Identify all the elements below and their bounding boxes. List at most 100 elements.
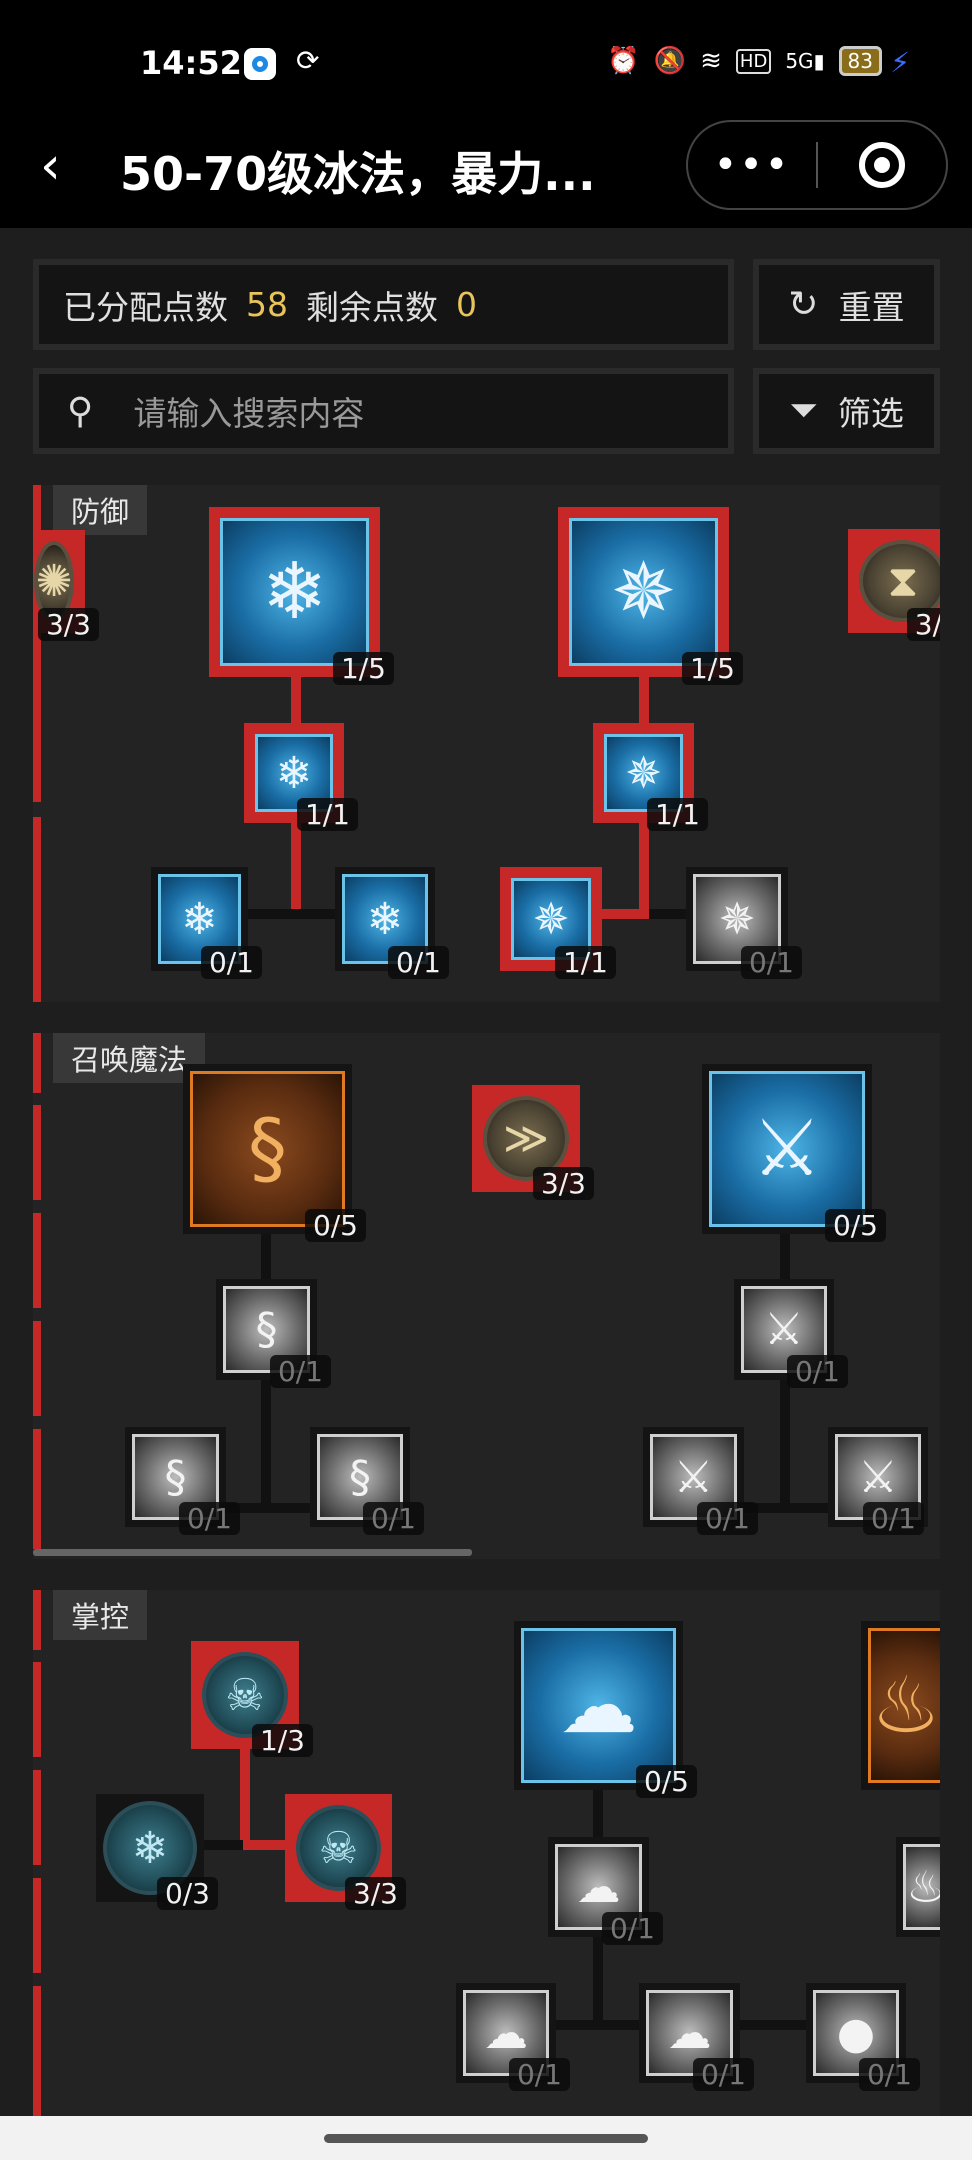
skill-node[interactable]: ⚔0/1 bbox=[643, 1427, 758, 1535]
connector-line bbox=[33, 1770, 41, 1865]
skill-node[interactable]: ☠1/3 bbox=[191, 1641, 313, 1757]
skill-node[interactable]: ❄0/3 bbox=[96, 1794, 218, 1910]
home-indicator[interactable] bbox=[324, 2134, 648, 2143]
skill-level: 1/1 bbox=[646, 798, 708, 831]
skill-level: 0/1 bbox=[862, 1502, 924, 1535]
connector-line bbox=[693, 1503, 893, 1513]
skill-node[interactable]: §0/1 bbox=[125, 1427, 240, 1535]
connector-line bbox=[33, 1662, 41, 1757]
capsule-divider bbox=[816, 142, 818, 188]
back-button[interactable]: ‹ bbox=[40, 136, 61, 196]
skill-node-partial[interactable]: ♨ bbox=[861, 1621, 940, 1790]
skill-node[interactable]: ☁0/1 bbox=[548, 1837, 663, 1945]
skill-level: 1/1 bbox=[296, 798, 358, 831]
skill-node[interactable]: ⚔0/1 bbox=[828, 1427, 928, 1535]
skill-level: 0/5 bbox=[824, 1209, 886, 1242]
skill-node[interactable]: ☁0/1 bbox=[639, 1983, 754, 2091]
skill-level: 1/1 bbox=[554, 946, 616, 979]
skill-node[interactable]: ❄1/1 bbox=[244, 723, 358, 831]
skill-level: 0/1 bbox=[740, 946, 802, 979]
skill-level: 0/1 bbox=[696, 1502, 758, 1535]
skill-node[interactable]: ⚔0/1 bbox=[734, 1279, 848, 1388]
skill-node[interactable]: §0/1 bbox=[310, 1427, 424, 1535]
search-placeholder: 请输入搜索内容 bbox=[133, 394, 365, 433]
skill-section-conjuration: 召唤魔法 §0/5 ≫3/3 ⚔0/5 §0/1 ⚔0/1 §0/1 §0/1 … bbox=[33, 1033, 940, 1559]
reset-label: 重置 bbox=[838, 287, 905, 327]
connector-line bbox=[593, 909, 649, 919]
frost-cloud-icon: ☁ bbox=[521, 1628, 676, 1783]
section-bar bbox=[33, 817, 41, 982]
charging-icon: ⚡ bbox=[890, 46, 910, 79]
section-bar bbox=[33, 905, 41, 1002]
skill-node[interactable]: ✵1/1 bbox=[593, 723, 708, 831]
skill-level: 3/3 bbox=[37, 608, 99, 641]
skill-node[interactable]: ☁0/1 bbox=[456, 1983, 570, 2091]
hd-icon: HD bbox=[735, 48, 772, 74]
close-miniapp-button[interactable] bbox=[818, 142, 946, 188]
sync-icon: ⟳ bbox=[296, 44, 320, 77]
miniapp-capsule: ••• bbox=[686, 120, 948, 210]
horizontal-scrollbar[interactable] bbox=[33, 1549, 472, 1556]
section-bar bbox=[33, 485, 41, 802]
skill-node[interactable]: ●0/1 bbox=[806, 1983, 920, 2091]
wifi-icon: ≋ bbox=[700, 46, 722, 76]
filter-icon: ⏷ bbox=[789, 390, 818, 431]
connector-line bbox=[240, 1840, 300, 1850]
skill-node[interactable]: §0/5 bbox=[183, 1064, 366, 1242]
skill-level: 3/3 bbox=[532, 1167, 594, 1200]
skill-node[interactable]: ✵1/1 bbox=[500, 867, 616, 979]
connector-line bbox=[33, 1105, 41, 1200]
skill-node[interactable]: ❄1/5 bbox=[209, 507, 394, 685]
arrows-medallion-icon: ≫ bbox=[483, 1096, 569, 1181]
skill-level: 1/5 bbox=[332, 652, 394, 685]
allocated-label: 已分配点数 bbox=[63, 287, 228, 327]
ice-blades-icon: ⚔ bbox=[709, 1071, 865, 1227]
skill-level: 0/1 bbox=[200, 946, 262, 979]
frost-shield-icon: ❄ bbox=[220, 518, 369, 666]
more-button[interactable]: ••• bbox=[713, 142, 791, 188]
refresh-icon: ↻ bbox=[788, 284, 819, 325]
section-title: 召唤魔法 bbox=[53, 1033, 206, 1083]
app-notification-icon bbox=[244, 48, 276, 80]
filter-button[interactable]: ⏷ 筛选 bbox=[753, 368, 940, 454]
skill-section-defense: 防御 ✺3/3 ❄1/5 ✵1/5 ⧗3/ ❄1/1 ✵1/1 ❄0/1 ❄0/… bbox=[33, 485, 940, 1002]
ice-star-icon: ✵ bbox=[569, 518, 718, 666]
skill-node[interactable]: ☠3/3 bbox=[285, 1794, 406, 1910]
title-bar: ‹ 50-70级冰法，暴力... ••• bbox=[0, 110, 972, 228]
skill-node[interactable]: ✺3/3 bbox=[33, 530, 99, 641]
skill-node-partial[interactable]: ♨ bbox=[896, 1837, 940, 1937]
skill-node[interactable]: ☁0/5 bbox=[514, 1621, 697, 1798]
skill-level: 0/1 bbox=[858, 2058, 920, 2091]
connector-line bbox=[33, 1033, 41, 1093]
skill-level: 3/ bbox=[906, 608, 940, 641]
dragon-icon: § bbox=[190, 1071, 345, 1227]
frost-cloud-icon: ☁ bbox=[555, 1844, 642, 1930]
filter-label: 筛选 bbox=[837, 394, 904, 433]
skill-node[interactable]: ❄0/1 bbox=[151, 867, 262, 979]
skill-node[interactable]: ✵0/1 bbox=[686, 867, 802, 979]
skill-node[interactable]: ⚔0/5 bbox=[702, 1064, 886, 1242]
skill-level: 0/5 bbox=[635, 1765, 697, 1798]
skill-section-mastery: 掌控 ☠1/3 ❄0/3 ☠3/3 ☁0/5 ♨ ☁0/1 ♨ ☁0/1 ☁0/… bbox=[33, 1590, 940, 2116]
reset-button[interactable]: ↻ 重置 bbox=[753, 259, 940, 350]
skill-node[interactable]: ❄0/1 bbox=[335, 867, 449, 979]
skill-node[interactable]: ⧗3/ bbox=[848, 529, 940, 641]
connector-line bbox=[176, 1503, 366, 1513]
frost-shield-icon: ❄ bbox=[255, 734, 333, 812]
skill-node[interactable]: ≫3/3 bbox=[472, 1085, 594, 1200]
gesture-bar bbox=[0, 2116, 972, 2160]
skill-node[interactable]: ✵1/5 bbox=[558, 507, 743, 685]
skill-level: 0/1 bbox=[178, 1502, 240, 1535]
signal-5g-icon: 5G▮ bbox=[785, 49, 825, 73]
page-title: 50-70级冰法，暴力... bbox=[120, 147, 596, 201]
skill-level: 1/3 bbox=[251, 1724, 313, 1757]
frost-skull-icon: ☠ bbox=[202, 1652, 288, 1738]
skill-level: 0/1 bbox=[362, 1502, 424, 1535]
target-icon bbox=[858, 142, 905, 188]
connector-line bbox=[198, 909, 398, 919]
skill-node[interactable]: §0/1 bbox=[216, 1279, 331, 1388]
connector-line bbox=[33, 1213, 41, 1308]
status-time: 14:52 bbox=[140, 44, 242, 82]
search-input[interactable]: ⚲ 请输入搜索内容 bbox=[33, 368, 734, 454]
remaining-label: 剩余点数 bbox=[306, 287, 438, 327]
